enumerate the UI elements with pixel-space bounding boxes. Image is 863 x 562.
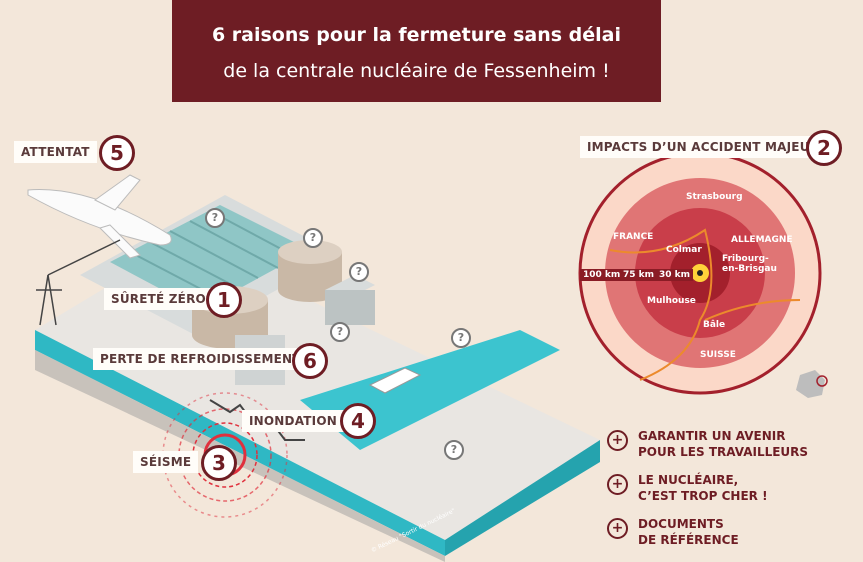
airplane [27, 174, 172, 259]
label-surete-zero: SÛRETÉ ZÉRO [104, 288, 213, 310]
question-marker[interactable]: ? [444, 440, 464, 460]
question-marker[interactable]: ? [349, 262, 369, 282]
map-city-colmar: Colmar [666, 245, 702, 255]
border-line-2 [704, 299, 801, 321]
map-region-france: FRANCE [613, 232, 654, 242]
link-label: DOCUMENTS DE RÉFÉRENCE [638, 517, 739, 547]
building-roof-panels [110, 205, 310, 310]
link-documents-reference[interactable]: + DOCUMENTS DE RÉFÉRENCE [607, 516, 808, 548]
plus-icon: + [607, 518, 628, 539]
label-seisme: SÉISME [133, 451, 199, 473]
border-line [609, 228, 713, 381]
label-perte-refroidissement: PERTE DE REFROIDISSEMENT [93, 348, 308, 370]
link-avenir-travailleurs[interactable]: + GARANTIR UN AVENIR POUR LES TRAVAILLEU… [607, 428, 808, 460]
reactor-2-top [278, 240, 342, 264]
map-region-allemagne: ALLEMAGNE [731, 235, 793, 245]
ground-front-soil [35, 350, 445, 562]
banner-title: 6 raisons pour la fermeture sans délai [211, 24, 622, 46]
reason-number-4[interactable]: 4 [340, 403, 376, 439]
france-mini-map [796, 370, 825, 398]
power-pylon [36, 239, 121, 326]
links-list: + GARANTIR UN AVENIR POUR LES TRAVAILLEU… [607, 428, 808, 560]
question-marker[interactable]: ? [303, 228, 323, 248]
map-city-mulhouse: Mulhouse [647, 296, 696, 306]
title-banner: 6 raisons pour la fermeture sans délai d… [172, 0, 661, 102]
boat [368, 367, 422, 394]
link-label: GARANTIR UN AVENIR POUR LES TRAVAILLEURS [638, 429, 809, 459]
plus-icon: + [607, 430, 628, 451]
link-label: LE NUCLÉAIRE, C’EST TROP CHER ! [638, 473, 768, 503]
reason-number-2[interactable]: 2 [806, 130, 842, 166]
question-marker[interactable]: ? [205, 208, 225, 228]
label-impacts-accident: IMPACTS D’UN ACCIDENT MAJEUR [580, 136, 827, 158]
banner-subtitle: de la centrale nucléaire de Fessenheim ! [223, 60, 610, 82]
reason-number-3[interactable]: 3 [201, 445, 237, 481]
link-nucleaire-cher[interactable]: + LE NUCLÉAIRE, C’EST TROP CHER ! [607, 472, 808, 504]
reason-number-5[interactable]: 5 [99, 135, 135, 171]
impact-map [578, 151, 828, 398]
question-marker[interactable]: ? [330, 322, 350, 342]
reason-number-6[interactable]: 6 [292, 343, 328, 379]
radius-100km: 100 km [580, 269, 624, 281]
radius-75km: 75 km [620, 269, 658, 281]
reason-number-1[interactable]: 1 [206, 282, 242, 318]
map-city-bale: Bâle [703, 320, 726, 330]
label-attentat: ATTENTAT [14, 141, 97, 163]
plus-icon: + [607, 474, 628, 495]
radius-30km: 30 km [656, 269, 694, 281]
map-region-suisse: SUISSE [700, 350, 736, 360]
ground-side [445, 440, 600, 556]
map-city-fribourg: Fribourg- en-Brisgau [722, 254, 777, 274]
aux-building [325, 290, 375, 325]
label-inondation: INONDATION [242, 410, 344, 432]
map-city-strasbourg: Strasbourg [686, 192, 743, 202]
question-marker[interactable]: ? [451, 328, 471, 348]
